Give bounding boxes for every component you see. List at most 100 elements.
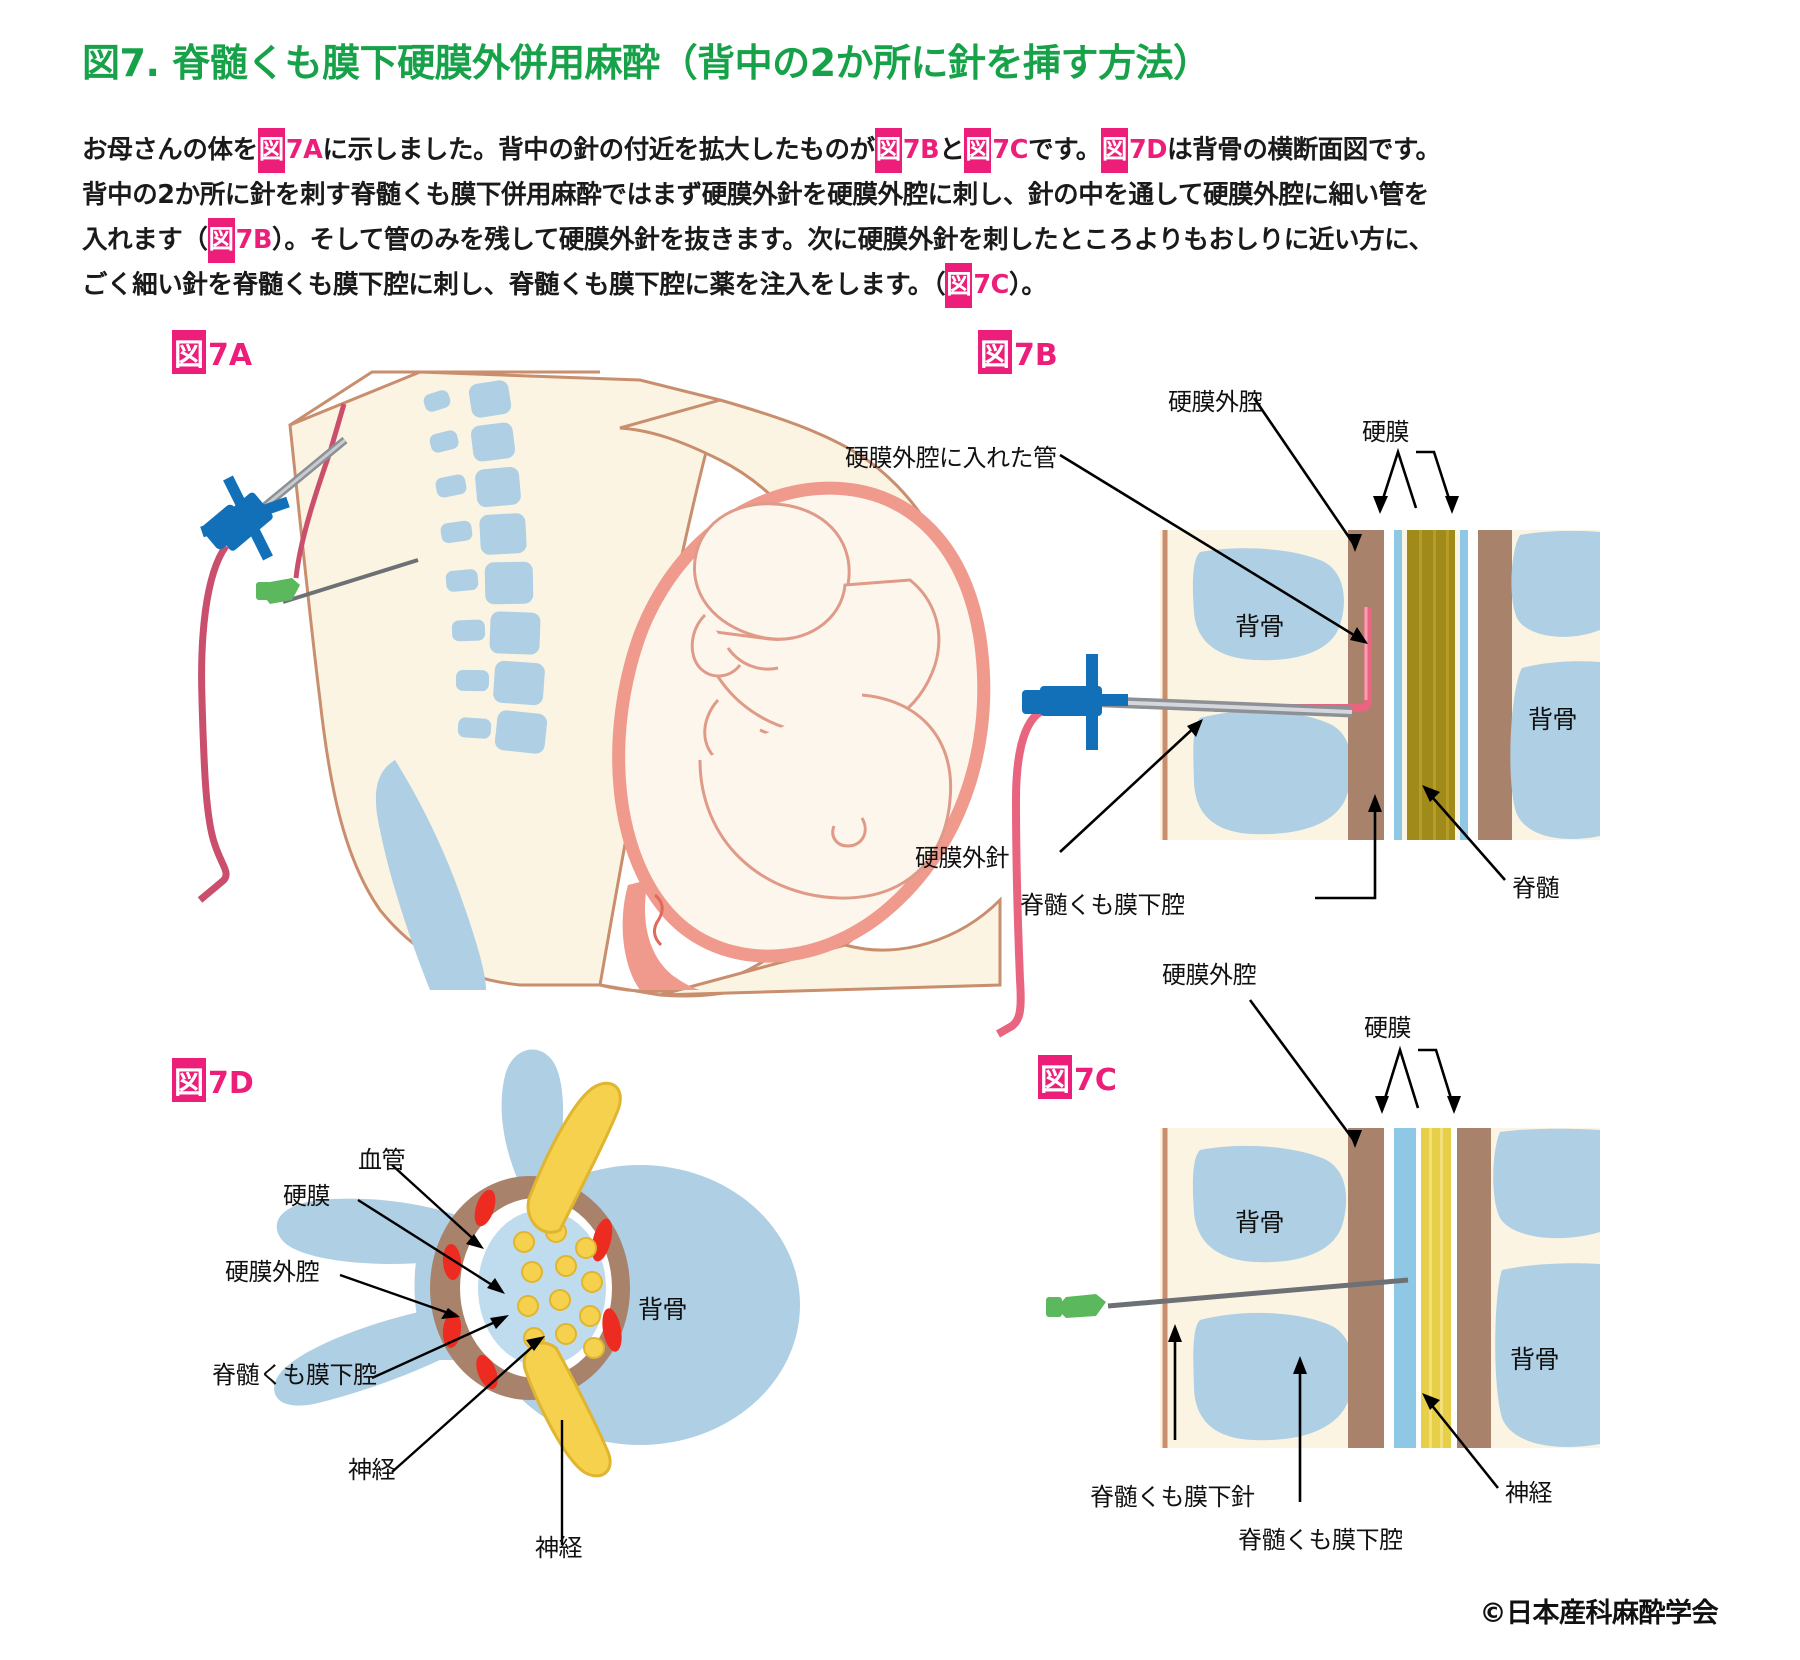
vertebra-upper-7b — [1192, 548, 1344, 661]
body-line3-part-b: ）。そして管のみを残して硬膜外針を抜きます。次に硬膜外針を刺したところよりもおし… — [272, 225, 1434, 255]
spinal-needle-shaft-7c — [1107, 1277, 1409, 1309]
label-7c-nerve: 神経 — [1505, 1479, 1553, 1507]
epidural-needle-hub-7b — [1022, 654, 1128, 750]
ref-fig7c-1: 図7C — [964, 128, 1028, 173]
panel-caption-7c-id: 7C — [1074, 1063, 1117, 1098]
spine-sagittal-7c — [1046, 1128, 1600, 1448]
epidural-space-band-7c — [1348, 1128, 1384, 1448]
label-7b-epidural-space: 硬膜外腔 — [1168, 388, 1263, 416]
label-7d-blood-vessel: 血管 — [358, 1146, 406, 1174]
panel-caption-7a-zu: 図 — [172, 330, 206, 374]
ref-fig7b-2: 図7B — [207, 218, 272, 263]
fetus — [690, 502, 953, 900]
panel-caption-7a-id: 7A — [208, 338, 253, 373]
epidural-space-right-7b — [1478, 530, 1512, 840]
cord-striation-1-7b — [1419, 530, 1422, 840]
arachnoid-line-7c — [1416, 1128, 1421, 1448]
panel-caption-7c-zu: 図 — [1038, 1055, 1072, 1099]
label-7b-dura: 硬膜 — [1362, 418, 1410, 446]
body-line2: 背中の2か所に針を刺す脊髄くも膜下併用麻酔ではまず硬膜外針を硬膜外腔に刺し、針の… — [82, 180, 1429, 210]
dura-gap-right-7c — [1451, 1128, 1457, 1448]
spinal-needle-shaft-7a — [282, 558, 419, 604]
nerve-root-lower-7d — [522, 1341, 612, 1478]
csf-band-7c — [1394, 1128, 1416, 1448]
panel-caption-7d-id: 7D — [208, 1066, 254, 1101]
nerve-roots-dots-7d — [513, 1221, 605, 1359]
arachnoid-right-7b — [1460, 530, 1468, 840]
sacrum — [375, 760, 486, 990]
copyright-credit: ©日本産科麻酔学会 — [1479, 1598, 1719, 1629]
label-7c-spinal-needle: 脊髄くも膜下針 — [1090, 1483, 1255, 1511]
label-7b-catheter: 硬膜外腔に入れた管 — [845, 444, 1057, 472]
label-7d-nerve-bottom: 神経 — [535, 1534, 583, 1562]
spine-sagittal-7b — [996, 530, 1600, 1038]
label-7d-nerve-left: 神経 — [348, 1456, 396, 1484]
description-paragraph: お母さんの体を図7Aに示しました。背中の針の付近を拡大したものが図7Bと図7Cで… — [82, 128, 1722, 308]
csf-right-7b — [1455, 530, 1460, 840]
vertebra-cross-section-7d — [274, 1049, 800, 1478]
body-line4-part-b: ）。 — [1008, 270, 1047, 300]
ref-fig7a: 図7A — [257, 128, 323, 173]
back-outline — [289, 370, 600, 427]
label-7d-subarachnoid-space: 脊髄くも膜下腔 — [212, 1361, 377, 1389]
label-7b-vertebra-1: 背骨 — [1235, 612, 1285, 641]
leader-lines-7c — [1168, 999, 1500, 1502]
vertebra-lower-7c — [1193, 1312, 1354, 1441]
label-7c-dura: 硬膜 — [1364, 1014, 1412, 1042]
label-7b-epidural-needle: 硬膜外針 — [915, 844, 1010, 872]
ref-fig7d: 図7D — [1100, 128, 1167, 173]
maternal-body-group — [197, 370, 1002, 998]
vertebral-column — [423, 380, 548, 754]
label-7c-epidural-space: 硬膜外腔 — [1162, 961, 1257, 989]
ref-fig7c-2: 図7C — [945, 263, 1009, 308]
vertebra-right-upper-7b — [1511, 530, 1600, 637]
dura-gap-left-7b — [1384, 530, 1394, 840]
body-line3-part-a: 入れます（ — [82, 225, 208, 255]
cord-striation-3-7b — [1446, 530, 1449, 840]
vertebra-lower-7b — [1193, 710, 1352, 835]
ref-fig7b-1: 図7B — [874, 128, 940, 173]
dura-gap-right-7b — [1468, 530, 1478, 840]
label-7d-epidural-space: 硬膜外腔 — [225, 1258, 320, 1286]
cervix — [622, 880, 700, 990]
label-7d-vertebra: 背骨 — [638, 1295, 688, 1324]
nerve-striation-2-7c — [1440, 1128, 1443, 1448]
page-title: 図7. 脊髄くも膜下硬膜外併用麻酔（背中の2か所に針を挿す方法） — [82, 41, 1211, 85]
body-line4-part-a: ごく細い針を脊髄くも膜下腔に刺し、脊髄くも膜下腔に薬を注入をします。（ — [82, 270, 946, 300]
vertebra-right-upper-7c — [1493, 1128, 1600, 1239]
spinal-needle-hub-7c — [1046, 1294, 1106, 1318]
body-line1-part-d: です。 — [1028, 135, 1101, 165]
epidural-catheter-7a — [197, 543, 230, 903]
label-7d-dura: 硬膜 — [283, 1182, 331, 1210]
csf-left-7b — [1402, 530, 1407, 840]
label-7b-subarachnoid-space: 脊髄くも膜下腔 — [1020, 891, 1185, 919]
leg-outline — [659, 896, 1002, 997]
panel-caption-7d-zu: 図 — [172, 1058, 206, 1102]
epidural-space-right-7c — [1457, 1128, 1491, 1448]
cervix-detail — [653, 893, 664, 947]
nerve-root-upper-7d — [526, 1081, 622, 1234]
panel-caption-7b-zu: 図 — [978, 330, 1012, 374]
epidural-needle-hub-7a — [200, 475, 290, 561]
spinous-process-7d — [501, 1049, 564, 1185]
label-7c-vertebra-1: 背骨 — [1235, 1208, 1285, 1237]
body-line1-part-e: は背骨の横断面図です。 — [1167, 135, 1441, 165]
vertebra-upper-7c — [1192, 1145, 1347, 1263]
body-line1-part-c: と — [939, 135, 965, 165]
panel-caption-7b-id: 7B — [1014, 338, 1058, 373]
dura-gap-left-7c — [1384, 1128, 1394, 1448]
label-7b-vertebra-2: 背骨 — [1528, 705, 1578, 734]
body-line1-part-b: に示しました。背中の針の付近を拡大したものが — [322, 135, 876, 165]
spinal-needle-hub-7a — [256, 578, 300, 604]
cord-striation-2-7b — [1433, 530, 1436, 840]
label-7b-spinal-cord: 脊髄 — [1512, 874, 1560, 902]
nerve-striation-1-7c — [1429, 1128, 1432, 1448]
